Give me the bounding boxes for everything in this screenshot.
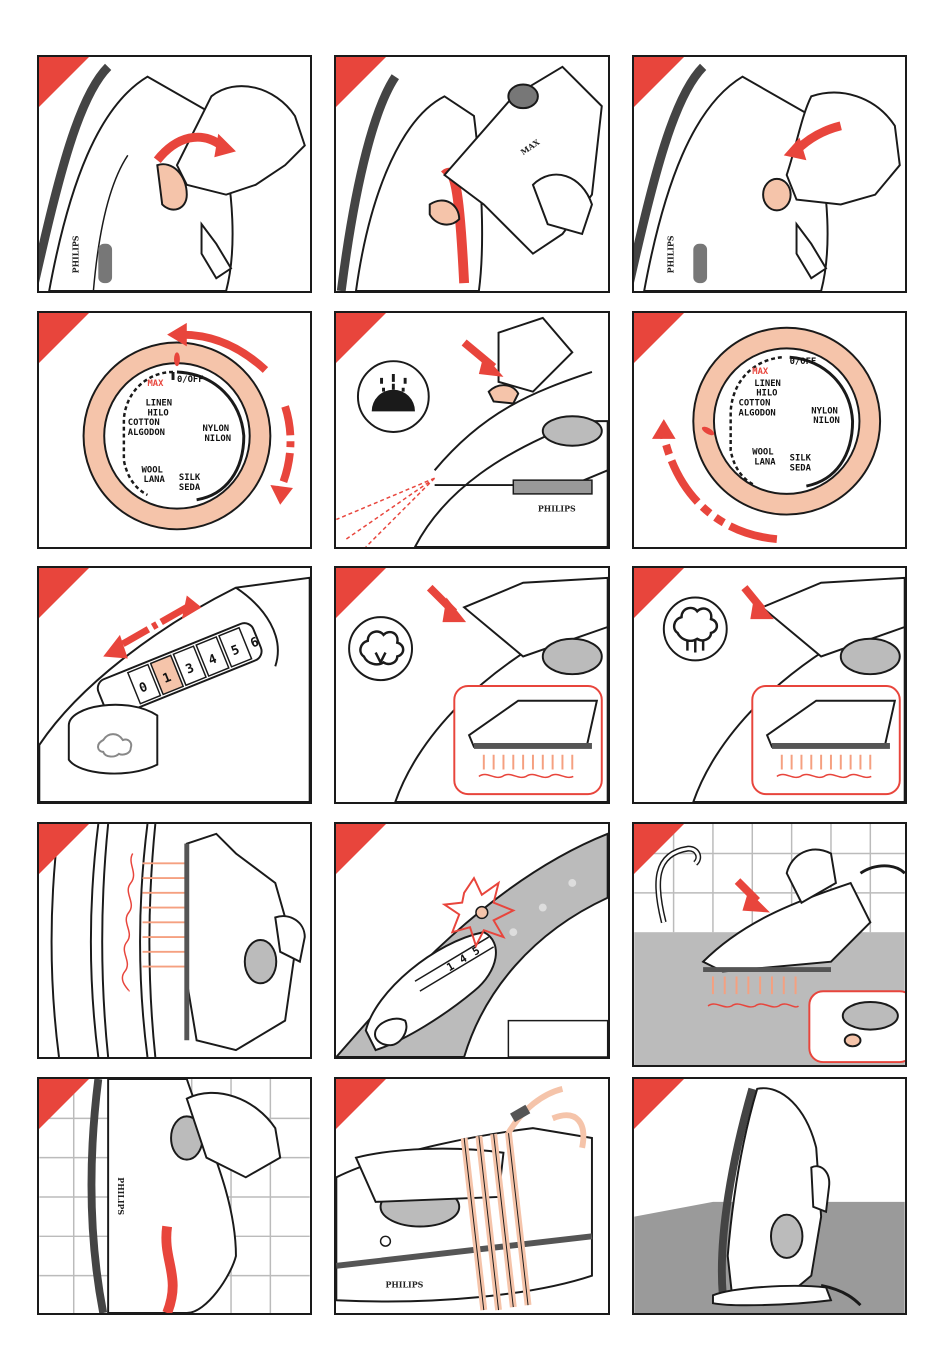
panel-step-10 [37, 822, 312, 1059]
step-corner-marker [336, 313, 386, 363]
panel-step-13: PHILIPS [37, 1077, 312, 1315]
step-corner-marker [39, 1079, 89, 1129]
dial-lana-label: LANA [144, 475, 166, 485]
panel-step-9 [632, 566, 907, 804]
panel-step-3: PHILIPS [632, 55, 907, 293]
dial-silk-label: SILK [179, 473, 201, 483]
dial-nylon-label: NYLON [811, 406, 838, 416]
dial-wool-label: WOOL [752, 448, 773, 458]
step-corner-marker [39, 568, 89, 618]
dial-off-label: 0/OFF [790, 357, 817, 367]
dial-hilo-label: HILO [756, 389, 777, 399]
brand-label: PHILIPS [538, 505, 576, 514]
panel-step-1: PHILIPS [37, 55, 312, 293]
step-corner-marker [634, 824, 684, 874]
panel-step-14: PHILIPS [334, 1077, 610, 1315]
dial-lana-label: LANA [754, 457, 776, 467]
step-corner-marker [336, 1079, 386, 1129]
panel-step-11: 1 4 5 [334, 822, 610, 1059]
brand-label: PHILIPS [385, 1280, 423, 1289]
panel-step-8 [334, 566, 610, 804]
dial-wool-label: WOOL [142, 465, 163, 475]
calc-clean-light [476, 907, 488, 919]
panel-step-5: PHILIPS [334, 311, 610, 549]
step-corner-marker [634, 313, 684, 363]
dial-cotton-label: COTTON [128, 418, 160, 428]
panel-step-12 [632, 822, 907, 1067]
step-corner-marker [39, 313, 89, 363]
step-corner-marker [39, 824, 89, 874]
panel-step-6: MAX 0/OFF LINEN HILO COTTON ALGODON NYLO… [632, 311, 907, 549]
dial-off-label: 0/OFF [177, 375, 204, 385]
panel-step-15 [632, 1077, 907, 1315]
dial-algodon-label: ALGODON [128, 428, 165, 438]
panel-step-2: MAX [334, 55, 610, 293]
steam-shot-button[interactable] [69, 705, 157, 774]
dial-nilon-label: NILON [204, 434, 231, 444]
step-corner-marker [336, 57, 386, 107]
panel-step-4: MAX 0/OFF LINEN HILO COTTON ALGODON NYLO… [37, 311, 312, 549]
step-corner-marker [634, 568, 684, 618]
dial-nilon-label: NILON [813, 416, 840, 426]
dial-nylon-label: NYLON [203, 424, 230, 434]
dial-seda-label: SEDA [790, 463, 812, 473]
step-corner-marker [336, 568, 386, 618]
panel-step-7: 0 1 3 4 5 6 [37, 566, 312, 804]
brand-label: PHILIPS [116, 1177, 125, 1215]
dial-max-label: MAX [752, 367, 769, 377]
dial-indicator [174, 352, 180, 366]
dial-silk-label: SILK [790, 453, 812, 463]
dial-max-label: MAX [147, 379, 164, 389]
brand-label: PHILIPS [72, 235, 81, 273]
step-corner-marker [39, 57, 89, 107]
dial-algodon-label: ALGODON [739, 408, 776, 418]
dial-seda-label: SEDA [179, 483, 201, 493]
step-corner-marker [634, 57, 684, 107]
step-corner-marker [336, 824, 386, 874]
dial-linen-label: LINEN [754, 379, 781, 389]
calc-clean-light [845, 1035, 861, 1047]
step-corner-marker [634, 1079, 684, 1129]
dial-cotton-label: COTTON [739, 398, 771, 408]
dial-hilo-label: HILO [147, 408, 168, 418]
brand-label: PHILIPS [667, 235, 676, 273]
dial-linen-label: LINEN [145, 398, 172, 408]
